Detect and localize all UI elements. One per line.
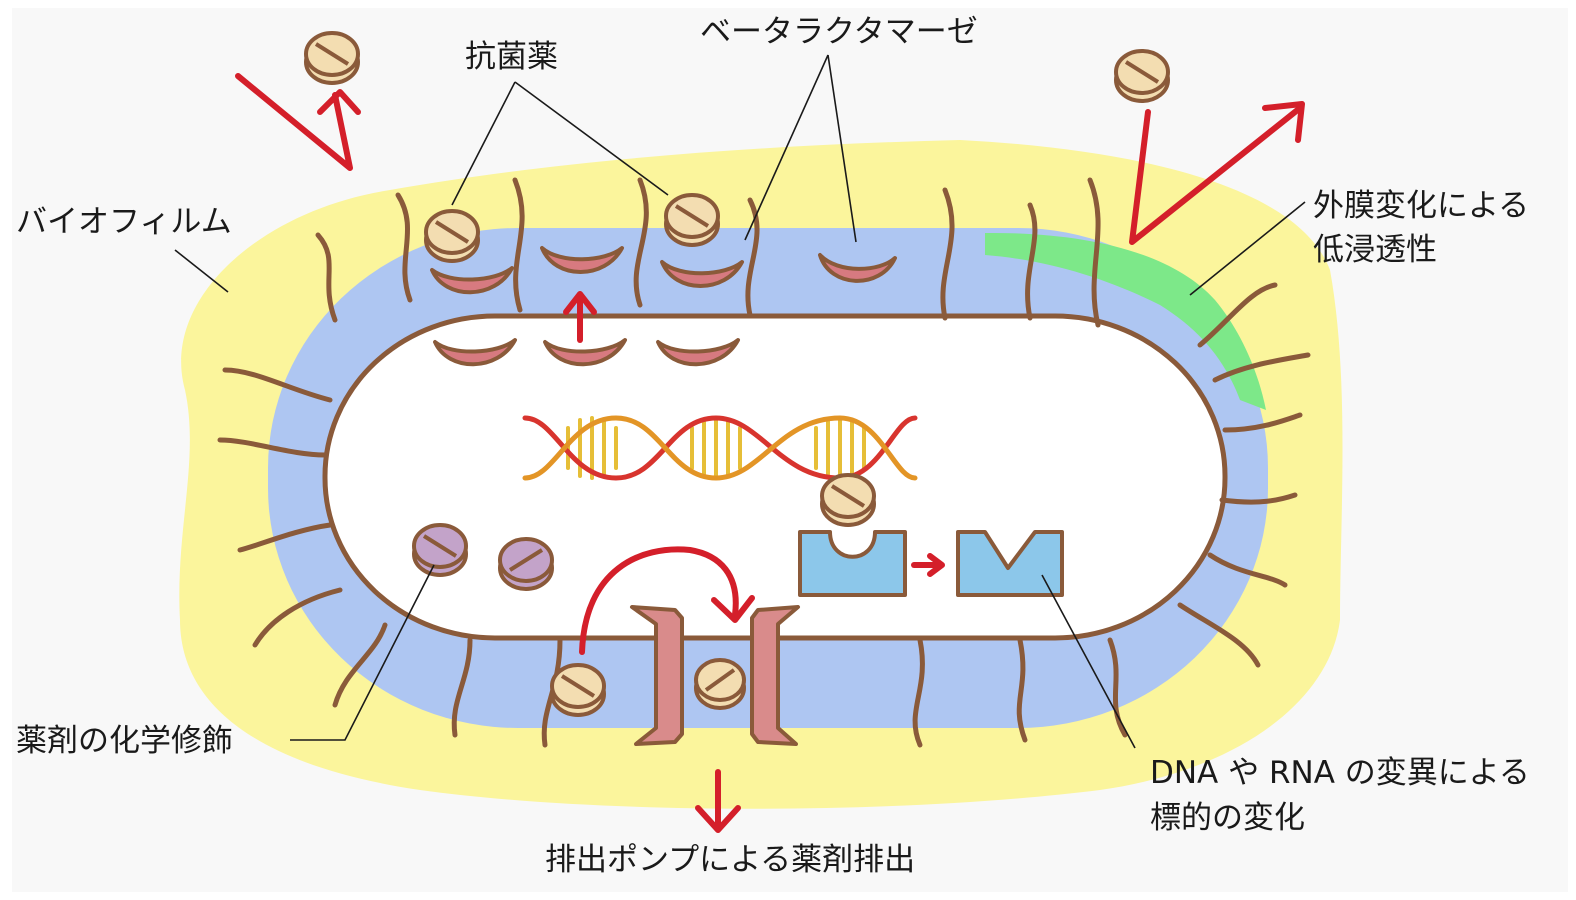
label-biofilm: バイオフィルム xyxy=(16,204,232,240)
label-chemical-modification: 薬剤の化学修飾 xyxy=(16,723,233,759)
red-arrows xyxy=(235,73,1305,833)
leader-lines xyxy=(174,54,1306,749)
target-site-mutated xyxy=(956,530,1064,597)
label-efflux-pump: 排出ポンプによる薬剤排出 xyxy=(545,842,916,878)
pili xyxy=(217,177,1311,748)
label-outer-membrane-line1: 外膜変化による xyxy=(1313,188,1530,224)
modified-drug-pills xyxy=(412,523,554,591)
label-antibiotic: 抗菌薬 xyxy=(465,39,558,75)
label-target-change-line2: 標的の変化 xyxy=(1150,800,1305,836)
target-site-normal xyxy=(798,530,907,597)
dna-helix xyxy=(522,415,918,481)
label-beta-lactamase: ベータラクタマーゼ xyxy=(700,14,978,50)
label-outer-membrane-line2: 低浸透性 xyxy=(1313,232,1437,268)
beta-lactamase-enzymes xyxy=(430,246,897,367)
efflux-pump xyxy=(630,605,800,746)
label-target-change-line1: DNA や RNA の変異による xyxy=(1150,755,1530,791)
outer-membrane-change-region xyxy=(985,232,1266,410)
antibiotic-pills xyxy=(304,31,1170,717)
